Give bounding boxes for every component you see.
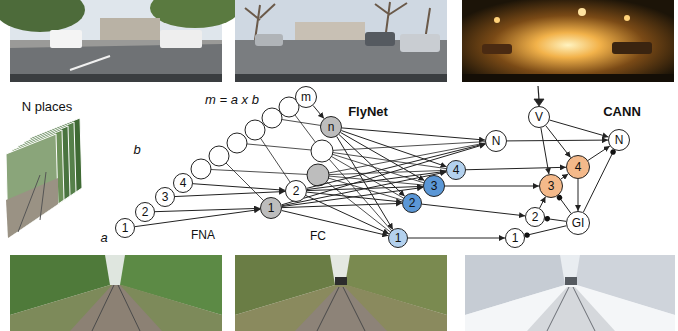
input-unit: 2 [135,202,155,222]
input-unit: 1 [115,218,135,238]
synapse-arrow [342,128,485,140]
synapse-arrow [408,238,505,239]
unit-label: 4 [453,164,460,176]
inhibitory-connection [558,196,571,214]
synapse-arrow [561,174,568,179]
unit-label: 1 [122,222,129,234]
output-unit: N [485,130,507,152]
synapse-arrow [341,131,446,167]
attractor-unit: 2 [525,207,545,227]
street-photo [235,0,447,82]
synapse-arrow [541,128,549,174]
unit-label: V [535,111,543,123]
formula-label: m = a x b [205,93,259,107]
unit-label: 1 [268,202,275,214]
hidden-unit: n [320,116,342,138]
snowy-railway-photo [465,255,675,331]
unit-label: 1 [512,232,519,244]
hidden-unit: 1 [260,197,282,219]
railway-photo [235,255,447,331]
unit-label: 4 [180,177,187,189]
synapse-arrow [282,211,389,236]
synapse-arrow [313,105,324,118]
synapse-arrow [175,192,285,197]
unit-label: N [615,134,624,146]
stack-label: N places [22,100,73,114]
attractor-unit: 4 [566,155,590,179]
synapse-arrow [341,132,425,180]
unit-label: GI [572,217,585,229]
layer-label: FC [310,230,326,243]
synapse-arrow [445,186,539,187]
synapse-arrow [337,136,393,229]
synapse-arrow [578,179,579,211]
input-unit: 4 [173,173,193,193]
dimension-label: b [133,143,140,157]
input-unit: 3 [155,187,175,207]
unit-label: 2 [142,206,149,218]
unit-label: m [301,91,311,103]
synapse-arrow [588,146,610,160]
hidden-unit: 2 [285,180,307,202]
image-stack [6,118,82,238]
unit-label: 3 [162,191,169,203]
unit-label: 1 [395,232,402,244]
synapse-arrow [307,144,486,189]
unit-label: 2 [532,211,539,223]
network-unit [191,97,333,186]
night-street-photo [462,0,674,82]
layer-label: FNA [191,229,215,242]
network-wires [201,86,544,238]
unit-label: 3 [548,180,555,192]
synapse-arrow [546,126,571,158]
attractor-unit: 1 [505,228,525,248]
inhibitory-connection [583,150,614,212]
attractor-unit: 3 [539,174,563,198]
unit-label: 3 [431,180,438,192]
synapse-arrow [155,208,260,211]
unit-label: 4 [575,161,582,173]
synapse-arrow [422,204,525,216]
synapse-arrow [540,197,546,208]
output-unit: 3 [423,175,445,197]
output-unit: 4 [446,160,466,180]
street-photo [0,0,240,82]
unit-label: n [328,121,335,133]
output-unit: 2 [402,193,422,213]
synapse-arrow [339,135,405,197]
dimension-label: a [100,231,107,245]
synapse-arrow [307,192,402,202]
synapse-arrow [193,184,285,191]
railway-photo [10,255,222,331]
inhibitory-unit: GI [566,211,590,235]
output-unit: 1 [388,228,408,248]
velocity-unit: V [528,106,550,128]
network-title: FlyNet [348,105,388,119]
inhibitory-connection [525,226,567,236]
inhibitory-connection [545,218,566,221]
attractor-unit: N [608,129,630,151]
synapse-arrow [466,167,566,169]
unit-label: 2 [293,185,300,197]
synapse-arrow [550,120,609,137]
unit-label: N [492,135,501,147]
network-title: CANN [603,105,641,119]
unit-label: 2 [409,197,416,209]
synapse-arrow [306,196,389,234]
synapse-arrow [282,144,486,205]
input-unit: m [295,86,317,108]
